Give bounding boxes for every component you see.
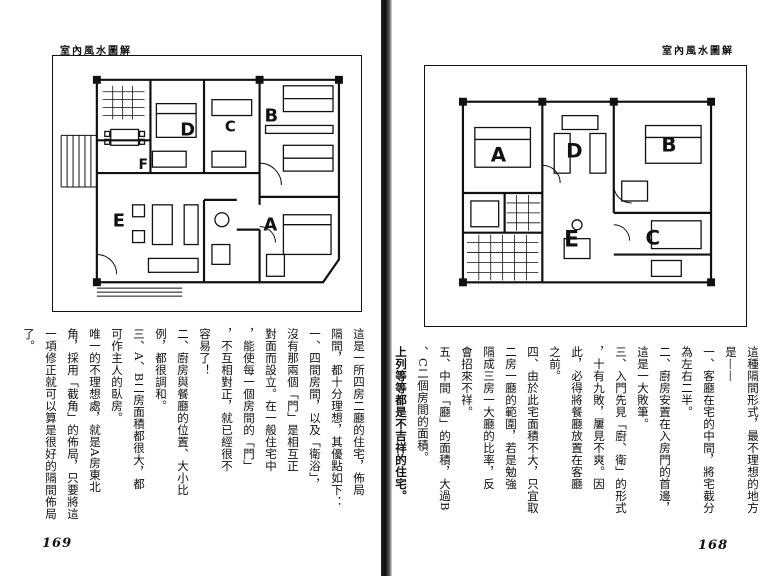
- text-column: 可作主人的臥房。: [110, 328, 124, 424]
- page-number: 169: [42, 536, 73, 551]
- svg-text:E: E: [113, 211, 125, 232]
- text-column: 這是一所四房二廳的住宅，佈局: [352, 328, 366, 496]
- text-column: 二房一廳的範圍，若是勉強: [504, 346, 518, 490]
- svg-text:D: D: [180, 119, 195, 140]
- right-page: 室內風水圖解 南 北 東: [392, 0, 777, 576]
- text-column: 例，都很調和。: [154, 328, 168, 412]
- body-text: 這種隔間形式，最不理想的地方 是—— 一、客廳在宅的中間，將宅截分 為左右二半。…: [394, 346, 762, 514]
- floor-plan: A D B E C: [424, 65, 747, 327]
- svg-text:A: A: [491, 143, 507, 166]
- text-column: ，能使每一個房間的「門」: [242, 328, 256, 472]
- text-column: 隔間，都十分理想，其優點如下：: [330, 328, 344, 508]
- svg-text:A: A: [264, 215, 278, 236]
- text-column: 、C二個房間的面積。: [416, 346, 430, 464]
- text-column: 會招來不祥。: [460, 346, 474, 418]
- text-column: 二、廚房與餐廳的位置、大小比: [176, 328, 190, 496]
- floor-plan: D C B F E A: [52, 55, 362, 312]
- left-page: 室內風水圖解 西 南 北 東: [0, 0, 381, 576]
- text-column: 隔成三房一大廳的比率，反: [482, 346, 496, 490]
- svg-text:B: B: [661, 133, 676, 156]
- text-column: 之前。: [548, 346, 562, 382]
- svg-text:C: C: [225, 117, 236, 135]
- text-column: 這種隔間形式，最不理想的地方: [746, 346, 760, 514]
- svg-text:C: C: [646, 227, 661, 250]
- svg-text:F: F: [139, 157, 148, 173]
- text-column: ，十有九敗，屢見不爽。因: [592, 346, 606, 490]
- book-spine: [381, 0, 392, 576]
- text-column: 了。: [22, 328, 36, 352]
- text-column: ，不互相對正，就已經很不: [220, 328, 234, 472]
- text-column: 對面而設立。在一般住宅中: [264, 328, 278, 472]
- text-column: 沒有那兩個「門」是相互正: [286, 328, 300, 472]
- text-column: 三、入門先見「廚、衛」的形式: [614, 346, 628, 514]
- body-text: 這是一所四房二廳的住宅，佈局 隔間，都十分理想，其優點如下： 一、四間房間，以及…: [22, 328, 368, 520]
- floor-plan-drawing: A D B E C: [458, 97, 716, 287]
- text-column: 為左右二半。: [680, 346, 694, 418]
- page-header: 室內風水圖解: [662, 46, 734, 57]
- text-column: 唯一的不理想處，就是A房東北: [88, 328, 102, 493]
- page-number: 168: [698, 538, 729, 553]
- svg-text:D: D: [566, 139, 582, 162]
- text-column: 五、中間「廳」的面積，大過B: [438, 346, 452, 511]
- text-column: 四、由於此宅面積不大，只宜取: [526, 346, 540, 514]
- svg-text:B: B: [265, 105, 279, 126]
- text-column: 容易了！: [198, 328, 212, 376]
- svg-text:E: E: [564, 228, 579, 253]
- text-column: 一、客廳在宅的中間，將宅截分: [702, 346, 716, 514]
- text-column: 二、廚房安置在入房門的首邊，: [658, 346, 672, 514]
- text-column: 一、四間房間，以及「衛浴」，: [308, 328, 322, 491]
- text-column: 一項修正就可以算是很好的隔間佈局: [44, 328, 58, 520]
- page-header: 室內風水圖解: [60, 46, 132, 57]
- text-column: 角，採用「截角」的佈局，只要將這: [66, 328, 80, 520]
- text-column: 三、A、B二房面積都很大，都: [132, 328, 146, 490]
- text-column: 是——: [724, 346, 738, 382]
- floor-plan-drawing: D C B F E A: [60, 75, 343, 297]
- text-column: 此，必得將餐廳放置在客廳: [570, 346, 584, 490]
- text-column: 這是一大敗筆。: [636, 346, 650, 430]
- conclusion-column: 上列等等都是不吉祥的住宅。: [394, 346, 408, 502]
